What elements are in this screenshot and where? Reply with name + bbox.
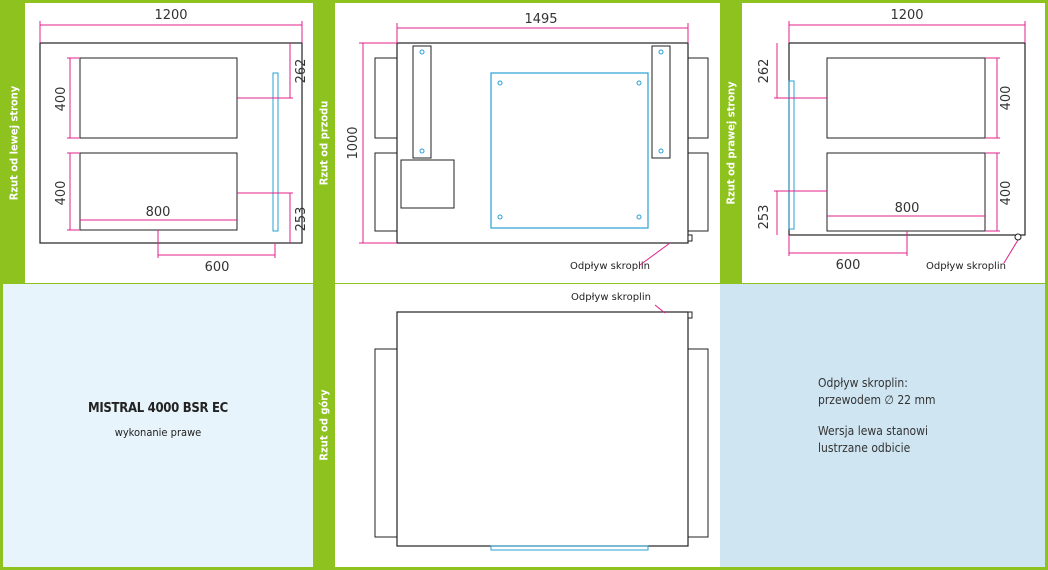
- top-view-label: Rzut od góry: [317, 389, 331, 461]
- top-access-panel-edge: [490, 545, 649, 551]
- info-line-2: przewodem ∅ 22 mm: [818, 393, 936, 407]
- right-view-label: Rzut od prawej strony: [724, 81, 738, 205]
- tab-top-view: Rzut od góry: [313, 283, 335, 567]
- right-lower-opening: [826, 152, 986, 232]
- right-dim-h1: 400: [999, 86, 1014, 111]
- left-dim-width: 1200: [154, 8, 187, 23]
- product-panel: MISTRAL 4000 BSR EC wykonanie prawe: [3, 283, 313, 567]
- front-flange-lu: [374, 57, 398, 139]
- left-dim-w2: 800: [146, 205, 171, 220]
- info-panel: Odpływ skroplin: przewodem ∅ 22 mm Wersj…: [720, 283, 1045, 567]
- left-upper-opening: [79, 57, 238, 139]
- front-dim-height: 1000: [346, 126, 361, 159]
- front-handle-left: [412, 45, 432, 159]
- tab-front-view: Rzut od przodu: [313, 3, 335, 283]
- right-dim-w3: 600: [836, 258, 861, 273]
- front-handle-right: [651, 45, 671, 159]
- right-view-drawing: 1200 262 253 400 400 800 600 Odpływ skro…: [757, 8, 1026, 273]
- front-control-box: [400, 159, 455, 209]
- left-dim-w3: 600: [205, 260, 230, 275]
- front-flange-ru: [687, 57, 709, 139]
- tab-right-view: Rzut od prawej strony: [720, 3, 742, 283]
- top-drain-note: Odpływ skroplin: [571, 292, 651, 303]
- right-dim-w2: 800: [895, 201, 920, 216]
- info-text: Odpływ skroplin: przewodem ∅ 22 mm Wersj…: [818, 375, 936, 457]
- right-dim-d1: 262: [757, 59, 772, 84]
- right-dim-width: 1200: [890, 8, 923, 23]
- front-flange-rl: [687, 152, 709, 232]
- front-view-drawing: 1495 1000 Odpływ skroplin: [346, 12, 709, 272]
- right-drain-note: Odpływ skroplin: [926, 261, 1006, 272]
- left-view-drawing: 1200 400 400 262 253 800 600: [39, 8, 309, 275]
- right-dim-h2: 400: [999, 181, 1014, 206]
- top-flange-left: [374, 348, 398, 538]
- front-drain-note: Odpływ skroplin: [570, 261, 650, 272]
- left-dim-d2: 253: [294, 207, 309, 232]
- front-dim-width: 1495: [524, 12, 557, 27]
- info-line-4: lustrzane odbicie: [818, 441, 911, 455]
- right-dim-d2: 253: [757, 205, 772, 230]
- front-access-panel: [490, 72, 649, 229]
- right-upper-opening: [826, 57, 986, 139]
- tab-left-view: Rzut od lewej strony: [3, 3, 25, 283]
- left-side-strip: [272, 72, 279, 232]
- left-dim-d1: 262: [294, 59, 309, 84]
- info-line-1: Odpływ skroplin:: [818, 376, 908, 390]
- product-variant: wykonanie prawe: [114, 426, 202, 439]
- top-view-drawing: Odpływ skroplin: [374, 292, 709, 551]
- top-housing: [396, 311, 689, 547]
- left-lower-opening: [79, 152, 238, 231]
- product-name: MISTRAL 4000 BSR EC: [88, 401, 228, 416]
- left-dim-h1: 400: [54, 87, 69, 112]
- row-divider: [3, 283, 1045, 284]
- info-line-3: Wersja lewa stanowi: [818, 424, 928, 438]
- front-flange-ll: [374, 152, 398, 232]
- front-view-label: Rzut od przodu: [317, 100, 331, 186]
- left-dim-h2: 400: [54, 181, 69, 206]
- left-view-label: Rzut od lewej strony: [7, 85, 21, 201]
- right-side-strip: [788, 80, 795, 230]
- top-flange-right: [687, 348, 709, 538]
